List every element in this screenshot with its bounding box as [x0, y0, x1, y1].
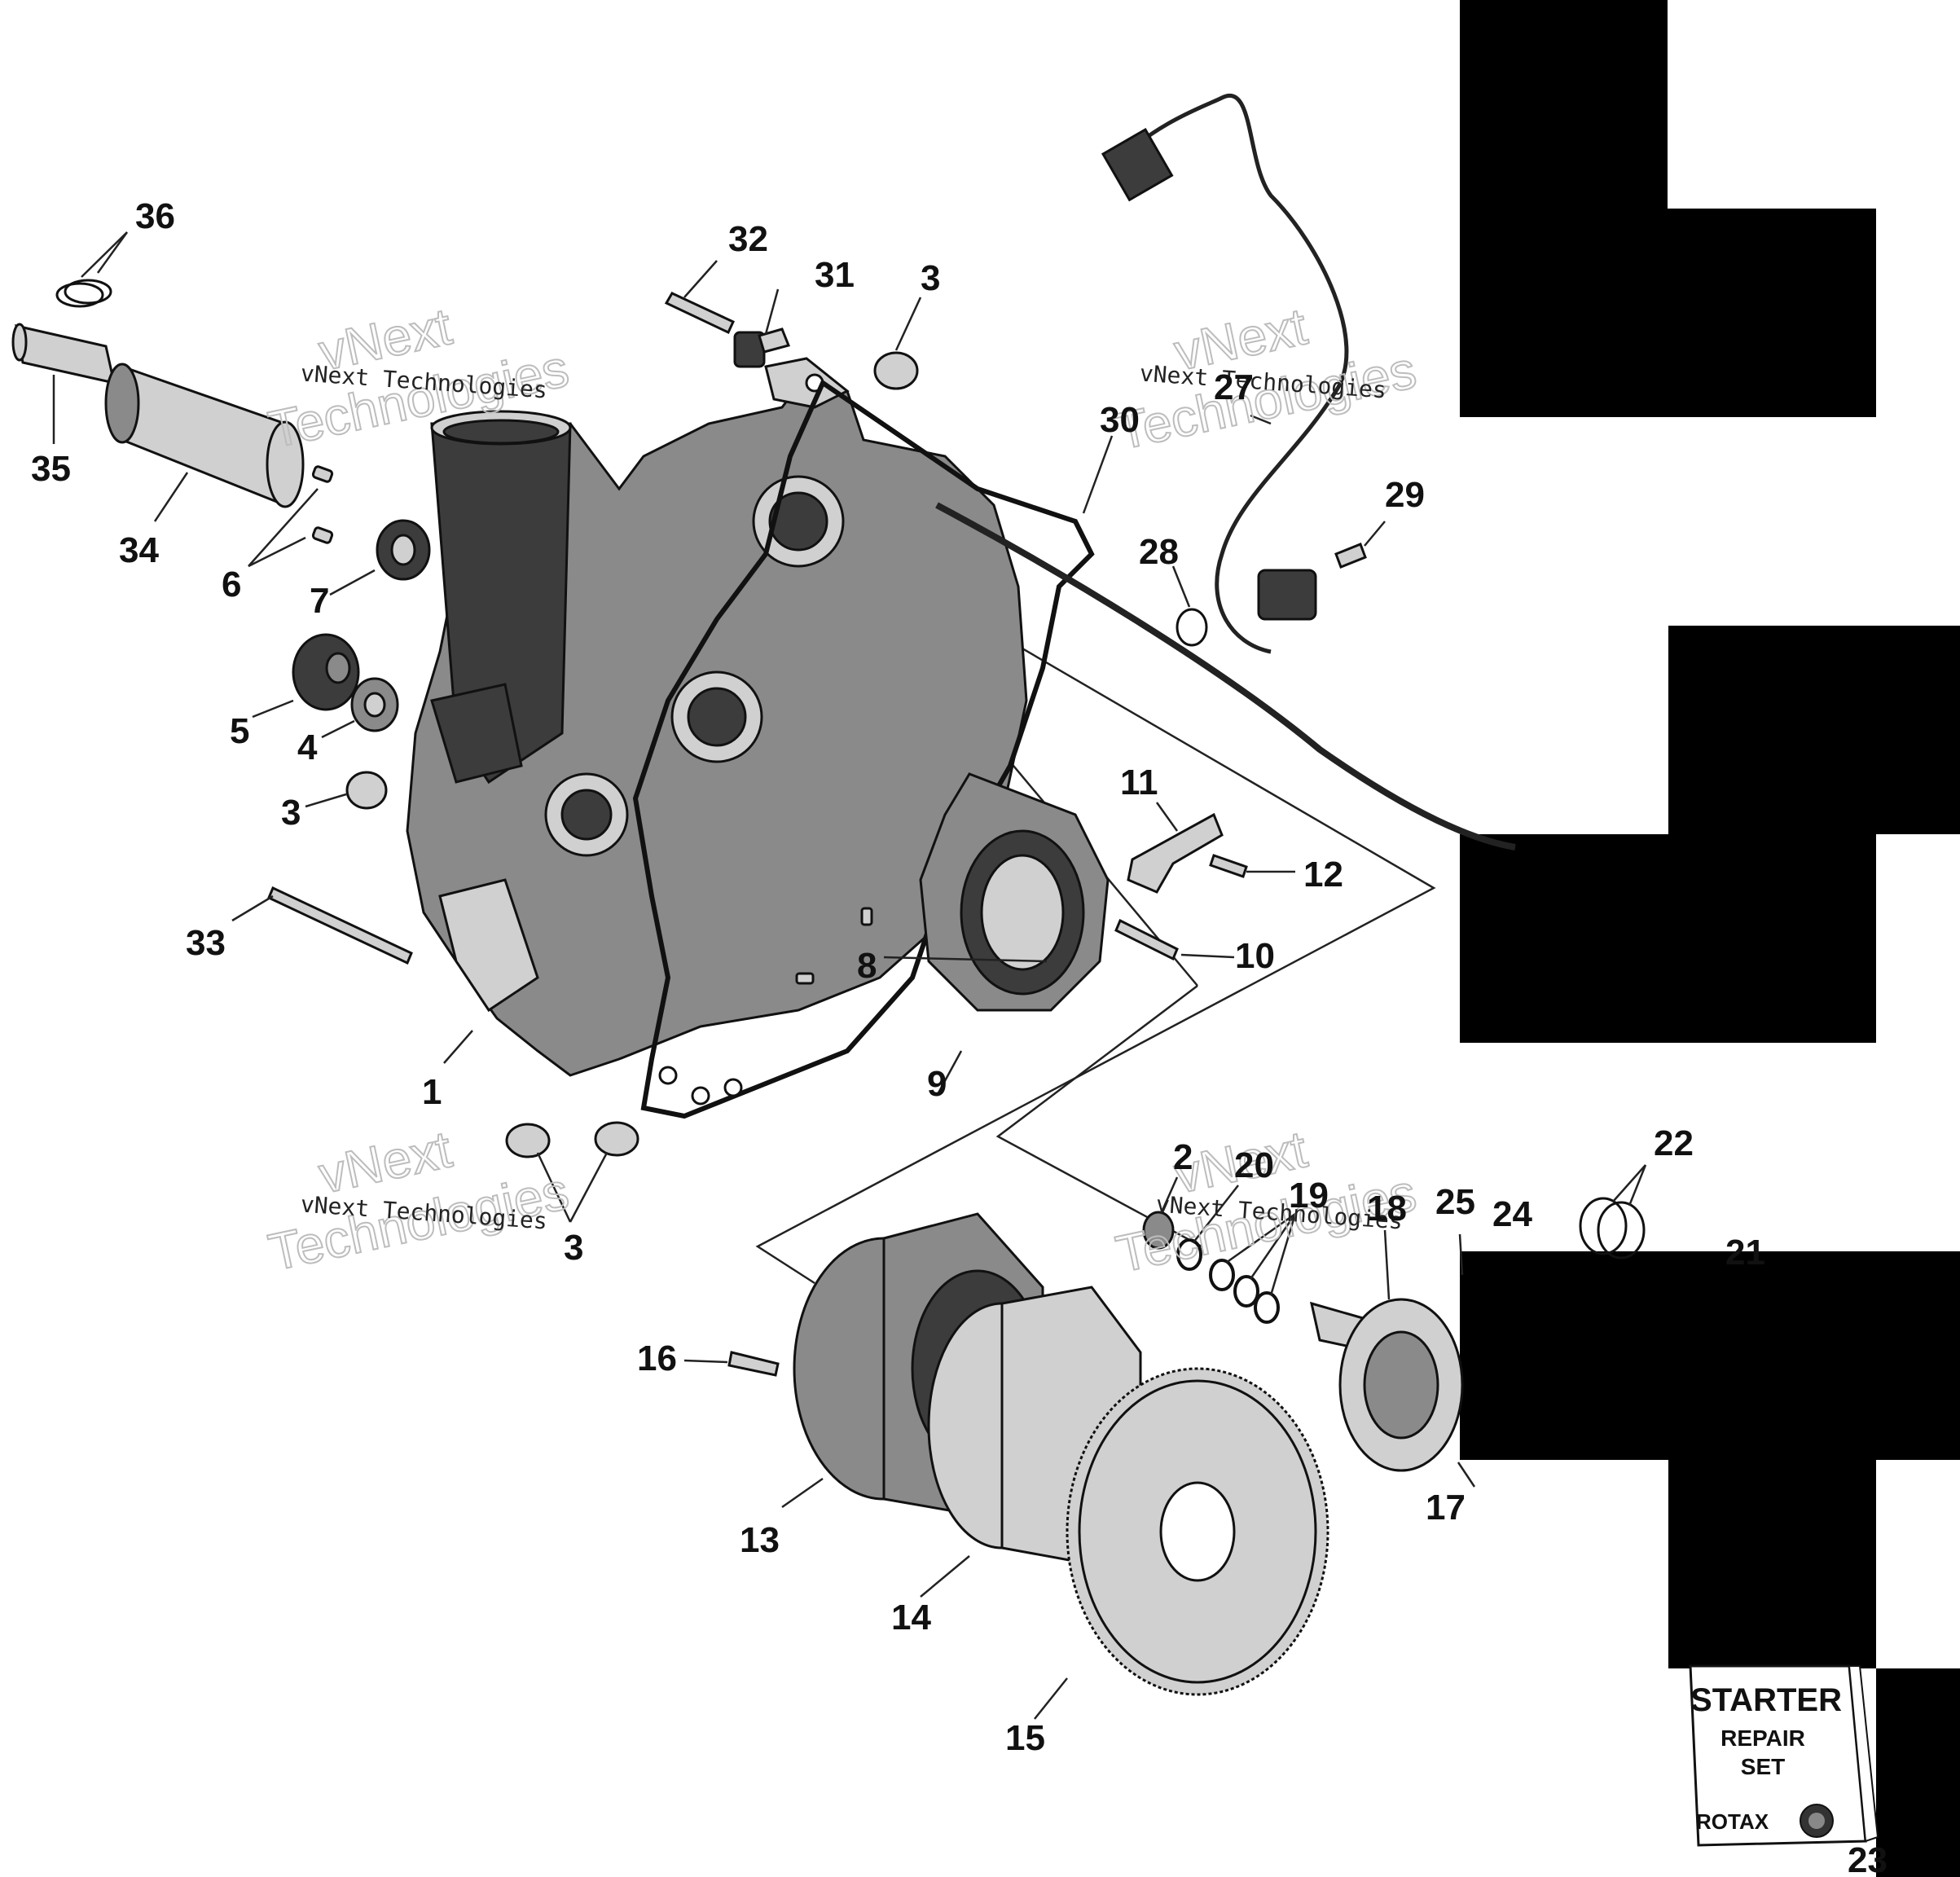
callout-9: 9	[927, 1064, 947, 1104]
callout-10: 10	[1235, 936, 1275, 976]
callout-12: 12	[1303, 855, 1343, 895]
callout-17: 17	[1426, 1488, 1466, 1528]
callout-23: 23	[1848, 1840, 1887, 1877]
callout-14: 14	[891, 1598, 931, 1637]
card-brand-logo: ROTAX	[1696, 1809, 1769, 1834]
small-parts	[1142, 1211, 1280, 1324]
callout-3-bottom: 3	[564, 1228, 583, 1268]
card-line2: SET	[1741, 1754, 1785, 1779]
bearing-7	[376, 519, 431, 581]
bolt-10	[1114, 918, 1179, 961]
callout-21: 21	[1725, 1233, 1765, 1273]
callout-30: 30	[1100, 400, 1140, 440]
rings-22	[1579, 1197, 1646, 1259]
callout-5: 5	[230, 711, 249, 751]
callout-22: 22	[1654, 1123, 1694, 1163]
dowel-8a	[860, 907, 873, 926]
callout-36: 36	[135, 196, 175, 236]
callout-2: 2	[1173, 1137, 1193, 1177]
starter-repair-set-card: STARTER REPAIR SET ROTAX	[1689, 1664, 1879, 1847]
callout-29: 29	[1385, 475, 1425, 515]
callout-13: 13	[740, 1520, 780, 1560]
callout-6: 6	[222, 565, 241, 604]
callout-24: 24	[1492, 1194, 1532, 1234]
card-line1: REPAIR	[1720, 1725, 1805, 1751]
dowel-8b	[795, 972, 815, 985]
bracket-11	[1127, 812, 1224, 894]
callout-28: 28	[1139, 532, 1179, 572]
callout-31: 31	[815, 255, 855, 295]
bolt-29	[1334, 543, 1367, 569]
callout-18: 18	[1367, 1189, 1407, 1229]
redaction-blocks	[1460, 0, 1960, 1877]
clip-31	[733, 327, 791, 368]
callout-8: 8	[857, 946, 877, 986]
bearing-4	[350, 677, 399, 732]
callout-27: 27	[1214, 367, 1254, 407]
bolt-32	[664, 292, 735, 335]
callout-33: 33	[186, 923, 226, 963]
callout-35: 35	[31, 449, 71, 489]
leader-lines	[52, 231, 1647, 1720]
bolt-33	[267, 886, 413, 965]
shaft-group	[11, 279, 305, 508]
callout-4: 4	[297, 728, 318, 767]
callout-3-top: 3	[921, 258, 940, 298]
callout-7: 7	[310, 581, 329, 621]
dowel-6b	[311, 526, 334, 544]
starter-drive	[1309, 1298, 1464, 1472]
bolt-12	[1209, 854, 1248, 878]
ring-gear-15	[1066, 1367, 1329, 1696]
sensor-cable	[935, 94, 1516, 851]
callout-20: 20	[1234, 1145, 1274, 1185]
card-title: STARTER	[1690, 1682, 1842, 1718]
bolt-16	[727, 1351, 780, 1377]
seal-5	[292, 633, 360, 711]
clutch-14	[927, 1286, 1142, 1566]
callout-1: 1	[422, 1072, 442, 1112]
o-ring-28	[1176, 608, 1208, 647]
plugs-3	[345, 351, 919, 1158]
callout-3-left: 3	[281, 793, 301, 833]
callout-25: 25	[1435, 1182, 1475, 1222]
gasket	[632, 379, 1095, 1119]
callout-16: 16	[637, 1339, 677, 1378]
stator-9	[919, 772, 1110, 1012]
callout-11: 11	[1120, 763, 1158, 802]
callout-32: 32	[728, 219, 768, 259]
callout-19: 19	[1289, 1176, 1329, 1215]
dowel-6a	[311, 465, 334, 483]
callout-labels: 36 35 34 6 7 5 4 3 33 32 31 3 1 3 30 27 …	[31, 196, 1887, 1877]
callout-34: 34	[119, 530, 159, 570]
callout-15: 15	[1005, 1718, 1045, 1758]
